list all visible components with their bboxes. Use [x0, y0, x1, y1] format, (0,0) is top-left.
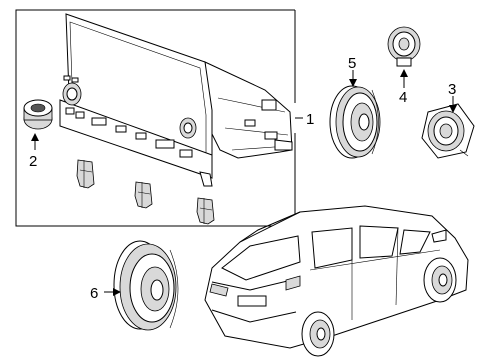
rear-speaker — [113, 240, 179, 331]
callout-5: 5 — [348, 55, 356, 72]
callout-3: 3 — [448, 81, 456, 98]
vehicle-illustration — [204, 205, 469, 357]
head-unit-display — [59, 13, 293, 187]
callout-1: 1 — [306, 111, 314, 128]
mounting-clip — [134, 181, 153, 209]
mounting-clip — [196, 197, 215, 225]
assembly-frame — [15, 9, 295, 227]
mounting-clip — [76, 159, 95, 189]
tweeter-speaker — [387, 26, 421, 67]
callout-6: 6 — [90, 285, 98, 302]
tweeter-speaker-rear — [421, 103, 475, 159]
callout-4: 4 — [399, 89, 407, 106]
door-speaker — [329, 85, 381, 159]
callout-2: 2 — [29, 153, 37, 170]
knob-cap — [23, 99, 53, 130]
